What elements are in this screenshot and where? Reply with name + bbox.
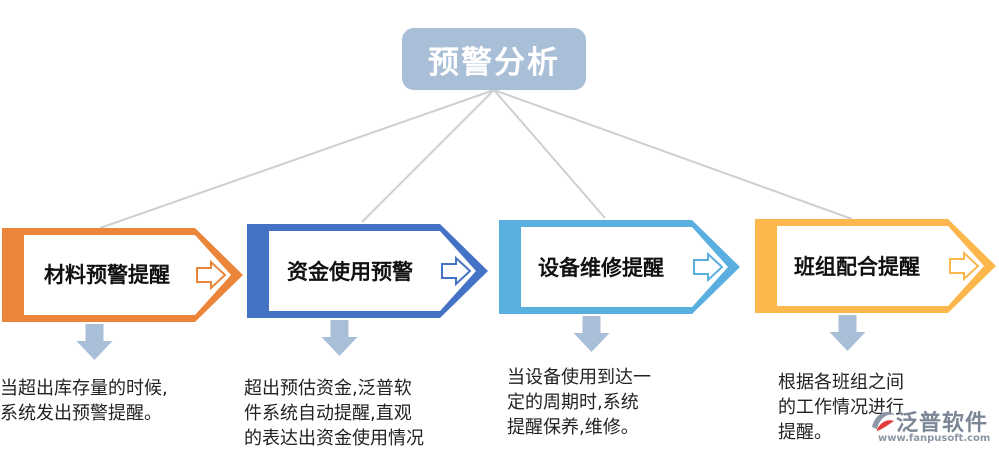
down-arrow-icon-materials xyxy=(76,324,113,360)
connector-line-team xyxy=(493,89,853,220)
node-card-panel-team xyxy=(777,226,984,306)
node-description-funds: 超出预估资金,泛普软 件系统自动提醒,直观 的表达出资金使用情况 xyxy=(244,378,424,449)
node-label-team: 班组配合提醒 xyxy=(794,255,920,279)
root-node-title: 预警分析 xyxy=(402,28,586,90)
right-arrow-icon-equipment xyxy=(693,251,724,283)
node-description-materials: 当超出库存量的时候, 系统发出预警提醒。 xyxy=(0,378,168,424)
node-card-panel-funds xyxy=(269,231,476,311)
node-description-team: 根据各班组之间 的工作情况进行 提醒。 xyxy=(778,372,904,443)
watermark-logo: 泛普软件 www.fanpusoft.com xyxy=(868,405,996,449)
connector-lines xyxy=(99,89,853,229)
down-arrow-icon-team xyxy=(829,315,866,351)
right-arrow-icon-materials xyxy=(196,259,227,291)
watermark-name: 泛普软件 xyxy=(896,411,989,436)
node-label-materials: 材料预警提醒 xyxy=(44,263,170,287)
node-label-funds: 资金使用预警 xyxy=(287,260,413,284)
connector-line-funds xyxy=(361,89,495,223)
node-description-equipment: 当设备使用到达一 定的周期时,系统 提醒保养,维修。 xyxy=(507,367,651,438)
node-label-equipment: 设备维修提醒 xyxy=(538,256,664,280)
right-arrow-icon-funds xyxy=(441,255,472,287)
down-arrow-icon-equipment xyxy=(573,316,610,352)
connector-line-materials xyxy=(99,89,495,229)
node-card-panel-equipment xyxy=(521,227,728,307)
watermark-url: www.fanpusoft.com xyxy=(878,433,991,444)
node-card-panel-materials xyxy=(24,235,231,315)
node-cards xyxy=(2,219,996,322)
connector-line-equipment xyxy=(493,89,606,219)
right-arrow-icon-team xyxy=(949,250,980,282)
down-arrows xyxy=(76,315,866,360)
fanpu-logo-icon xyxy=(872,411,895,431)
down-arrow-icon-funds xyxy=(321,320,358,356)
